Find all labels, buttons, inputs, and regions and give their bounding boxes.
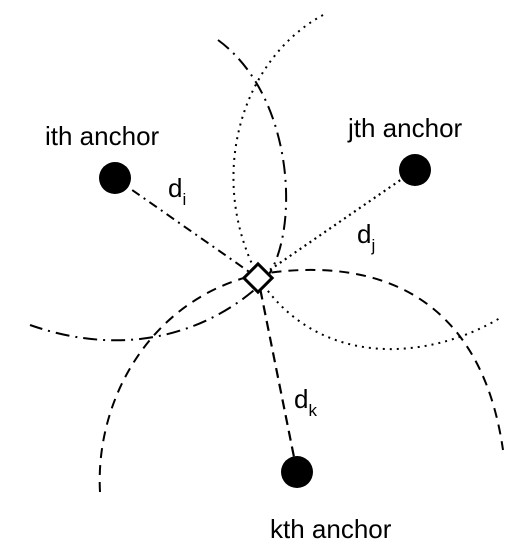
range-circle-i [29,39,288,342]
anchor-k-marker [281,456,313,488]
anchor-j-label: jth anchor [347,113,463,143]
anchor-j-marker [399,154,431,186]
distance-label-j: dj [357,219,375,255]
range-circle-j [232,14,501,351]
distance-label-k-sub: k [308,401,317,420]
distance-label-j-sub: j [370,236,375,255]
distance-line-i [114,177,259,279]
unknown-node-diamond [241,261,275,295]
distance-label-k: dk [294,384,317,420]
distance-label-i-base: d [168,173,182,203]
distance-label-j-base: d [357,219,371,249]
anchor-i-label: ith anchor [45,121,160,151]
distance-label-k-base: d [294,384,308,414]
distance-line-j [257,169,416,279]
distance-label-i-sub: i [182,190,186,209]
anchor-k-label: kth anchor [270,514,392,544]
distance-line-k [256,277,299,473]
anchor-i-marker [99,162,131,194]
distance-label-i: di [168,173,186,209]
